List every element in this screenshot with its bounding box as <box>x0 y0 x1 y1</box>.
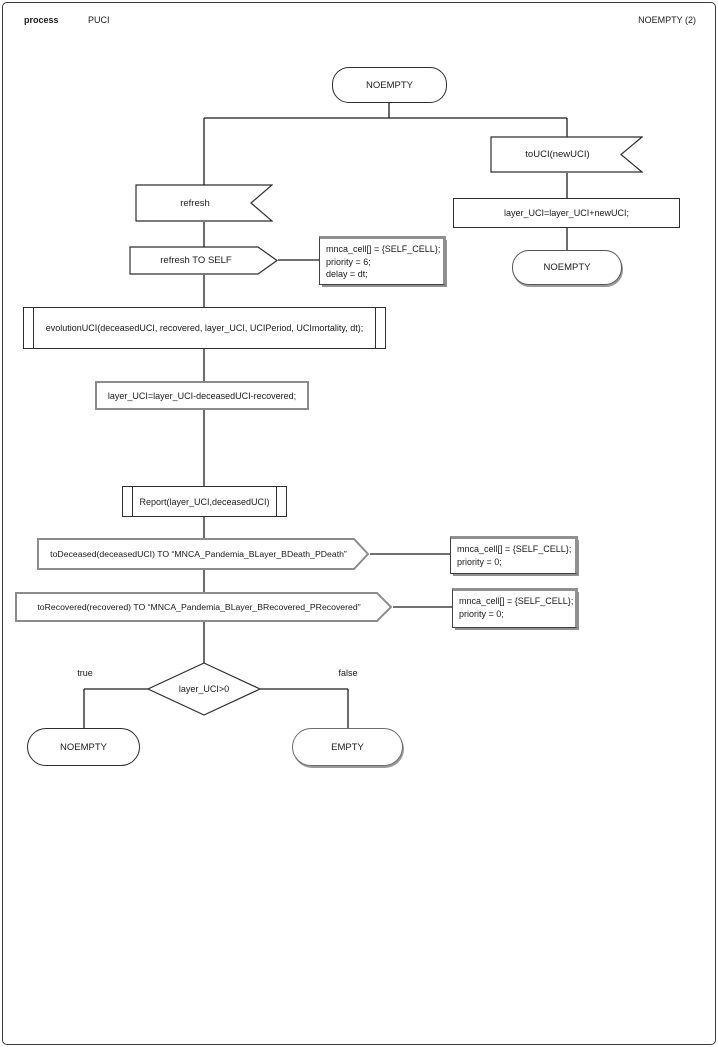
branch-false-label: false <box>338 668 358 678</box>
input-symbol-shape <box>135 184 273 222</box>
state-label: NOEMPTY <box>543 262 591 273</box>
comment-line: delay = dt; <box>326 269 368 279</box>
comment-line: priority = 6; <box>326 256 371 267</box>
output-label: refresh TO SELF <box>160 255 232 266</box>
header-page-label: NOEMPTY (2) <box>638 15 696 25</box>
decision-label: layer_UCI>0 <box>178 684 230 694</box>
decision-layer-uci[interactable]: layer_UCI>0 <box>146 661 262 717</box>
task-add-newuci[interactable]: layer_UCI=layer_UCI+newUCI; <box>453 198 680 228</box>
output-symbol-shape <box>15 592 393 622</box>
input-symbol-shape <box>490 136 643 173</box>
state-noempty-right[interactable]: NOEMPTY <box>512 250 622 285</box>
output-label: toDeceased(deceasedUCI) TO “MNCA_Pandemi… <box>50 549 347 559</box>
comment-recovered-params[interactable]: mnca_cell[] = {SELF_CELL}; priority = 0; <box>452 588 578 628</box>
output-torecovered[interactable]: toRecovered(recovered) TO “MNCA_Pandemia… <box>15 592 393 622</box>
output-symbol-shape <box>129 246 279 275</box>
state-label: NOEMPTY <box>60 741 107 753</box>
state-label: NOEMPTY <box>366 79 413 91</box>
procedure-report[interactable]: Report(layer_UCI,deceasedUCI) <box>122 486 287 517</box>
output-todeceased[interactable]: toDeceased(deceasedUCI) TO “MNCA_Pandemi… <box>37 538 370 570</box>
task-label: layer_UCI=layer_UCI-deceasedUCI-recovere… <box>107 390 297 401</box>
output-refresh-self[interactable]: refresh TO SELF <box>129 246 279 275</box>
input-touci[interactable]: toUCI(newUCI) <box>490 136 643 173</box>
state-noempty-start[interactable]: NOEMPTY <box>332 67 447 103</box>
procedure-evolutionuci[interactable]: evolutionUCI(deceasedUCI, recovered, lay… <box>23 307 386 349</box>
comment-line: mnca_cell[] = {SELF_CELL}; <box>459 596 574 606</box>
comment-line: priority = 0; <box>457 556 502 567</box>
input-label: toUCI(newUCI) <box>525 149 590 160</box>
task-subtract[interactable]: layer_UCI=layer_UCI-deceasedUCI-recovere… <box>95 381 309 410</box>
procedure-label: Report(layer_UCI,deceasedUCI) <box>139 496 270 507</box>
comment-refresh-params[interactable]: mnca_cell[] = {SELF_CELL}; priority = 6;… <box>319 236 446 285</box>
header-kind-label: process <box>24 15 59 25</box>
comment-line: priority = 0; <box>459 608 504 619</box>
comment-line: mnca_cell[] = {SELF_CELL}; <box>457 544 572 554</box>
branch-true-label: true <box>77 668 93 678</box>
input-label: refresh <box>180 197 210 209</box>
input-refresh[interactable]: refresh <box>135 184 273 222</box>
task-label: layer_UCI=layer_UCI+newUCI; <box>503 208 630 218</box>
output-label: toRecovered(recovered) TO “MNCA_Pandemia… <box>37 602 361 612</box>
state-noempty-bottom[interactable]: NOEMPTY <box>27 728 140 766</box>
output-symbol-shape <box>37 538 370 570</box>
comment-line: mnca_cell[] = {SELF_CELL}; <box>326 244 441 254</box>
state-empty[interactable]: EMPTY <box>292 728 403 766</box>
comment-deceased-params[interactable]: mnca_cell[] = {SELF_CELL}; priority = 0; <box>450 536 578 574</box>
procedure-label: evolutionUCI(deceasedUCI, recovered, lay… <box>45 323 364 333</box>
decision-diamond-shape <box>146 662 262 716</box>
state-label: EMPTY <box>331 741 364 753</box>
header-process-name: PUCI <box>88 15 110 25</box>
